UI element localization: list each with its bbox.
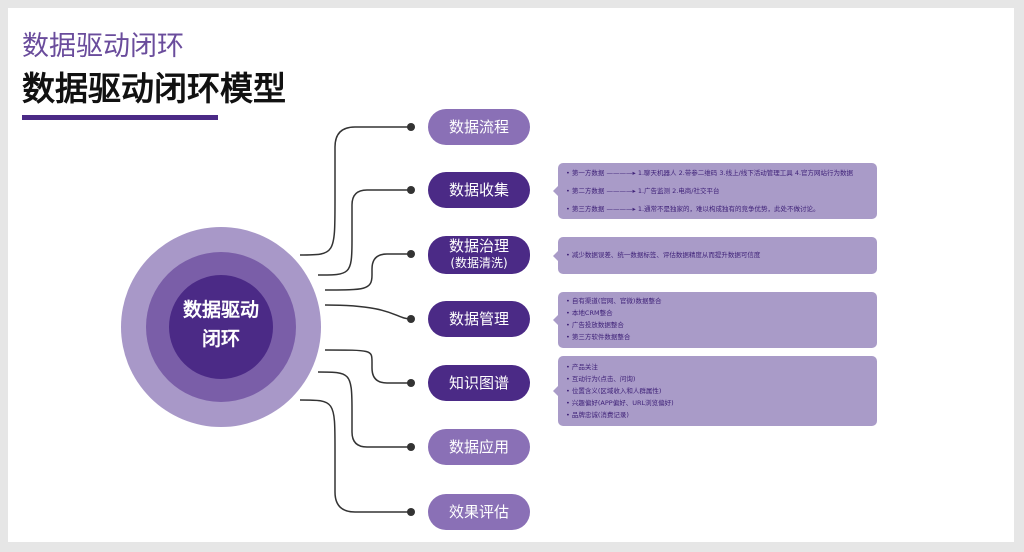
subtitle: 数据驱动闭环 (22, 31, 184, 62)
step-sublabel: (数据清洗) (450, 256, 508, 270)
step-label: 数据治理 (448, 237, 509, 255)
center-line1: 数据驱动 (182, 299, 259, 321)
arrow-icon: ————▸ (606, 187, 636, 195)
step-effect-evaluation[interactable]: 效果评估 (428, 494, 530, 530)
page-title: 数据驱动闭环模型 (22, 69, 286, 108)
source-type: • 第三方数据 (566, 205, 605, 213)
detail-governance: • 减少数据误差、统一数据标签、评估数据精度从而提升数据可信度 (553, 237, 877, 274)
detail-row: • 品牌忠诚(消费记录) (566, 411, 629, 419)
detail-row: • 广告投放数据整合 (566, 321, 624, 329)
source-type: • 第二方数据 (566, 187, 605, 195)
step-label: 数据管理 (448, 309, 509, 328)
detail-knowledge-graph: • 产品关注 • 互动行为(点击、问询) • 位置含义(区域收入和人群属性) •… (553, 356, 877, 426)
step-data-governance[interactable]: 数据治理(数据清洗) (428, 236, 530, 274)
step-label: 效果评估 (448, 502, 509, 521)
step-knowledge-graph[interactable]: 知识图谱 (428, 365, 530, 401)
source-desc: 1.广告监测 2.电商/社交平台 (637, 187, 720, 195)
detail-row: • 兴趣偏好(APP偏好、URL浏览偏好) (566, 399, 674, 407)
step-data-application[interactable]: 数据应用 (428, 429, 530, 465)
step-data-flow[interactable]: 数据流程 (428, 109, 530, 145)
arrow-icon: ————▸ (606, 205, 636, 213)
step-data-collection[interactable]: 数据收集 (428, 172, 530, 208)
detail-row: • 减少数据误差、统一数据标签、评估数据精度从而提升数据可信度 (566, 251, 761, 259)
detail-collection: • 第一方数据 ————▸ 1.聊天机器人 2.带参二维码 3.线上/线下活动管… (553, 163, 877, 219)
detail-row: • 产品关注 (566, 363, 598, 371)
step-label: 知识图谱 (448, 373, 509, 392)
source-desc: 1.通常不是独家的，难以构成独有的竞争优势，此处不做讨论。 (637, 205, 820, 213)
detail-row: • 本地CRM整合 (566, 309, 613, 317)
source-type: • 第一方数据 (566, 169, 605, 177)
arrow-icon: ————▸ (606, 169, 636, 177)
title-underline (22, 115, 218, 120)
inner-circle (169, 275, 273, 379)
detail-row: • 位置含义(区域收入和人群属性) (566, 387, 662, 395)
center-label: 数据驱动闭环 (171, 296, 271, 354)
step-data-management[interactable]: 数据管理 (428, 301, 530, 337)
step-label: 数据流程 (448, 117, 509, 136)
detail-row: • 第二方数据 ————▸ 1.广告监测 2.电商/社交平台 (566, 185, 869, 197)
source-desc: 1.聊天机器人 2.带参二维码 3.线上/线下活动管理工具 4.官方网站行为数据 (637, 169, 854, 177)
detail-row: • 互动行为(点击、问询) (566, 375, 636, 383)
detail-row: • 自有渠道(官网、官微)数据整合 (566, 297, 662, 305)
detail-row: • 第一方数据 ————▸ 1.聊天机器人 2.带参二维码 3.线上/线下活动管… (566, 167, 869, 179)
detail-row: • 第三方软件数据整合 (566, 333, 631, 341)
center-line2: 闭环 (201, 328, 240, 350)
step-label: 数据应用 (448, 437, 509, 456)
step-label: 数据收集 (448, 180, 509, 199)
detail-management: • 自有渠道(官网、官微)数据整合 • 本地CRM整合 • 广告投放数据整合 •… (553, 292, 877, 348)
detail-row: • 第三方数据 ————▸ 1.通常不是独家的，难以构成独有的竞争优势，此处不做… (566, 203, 869, 215)
